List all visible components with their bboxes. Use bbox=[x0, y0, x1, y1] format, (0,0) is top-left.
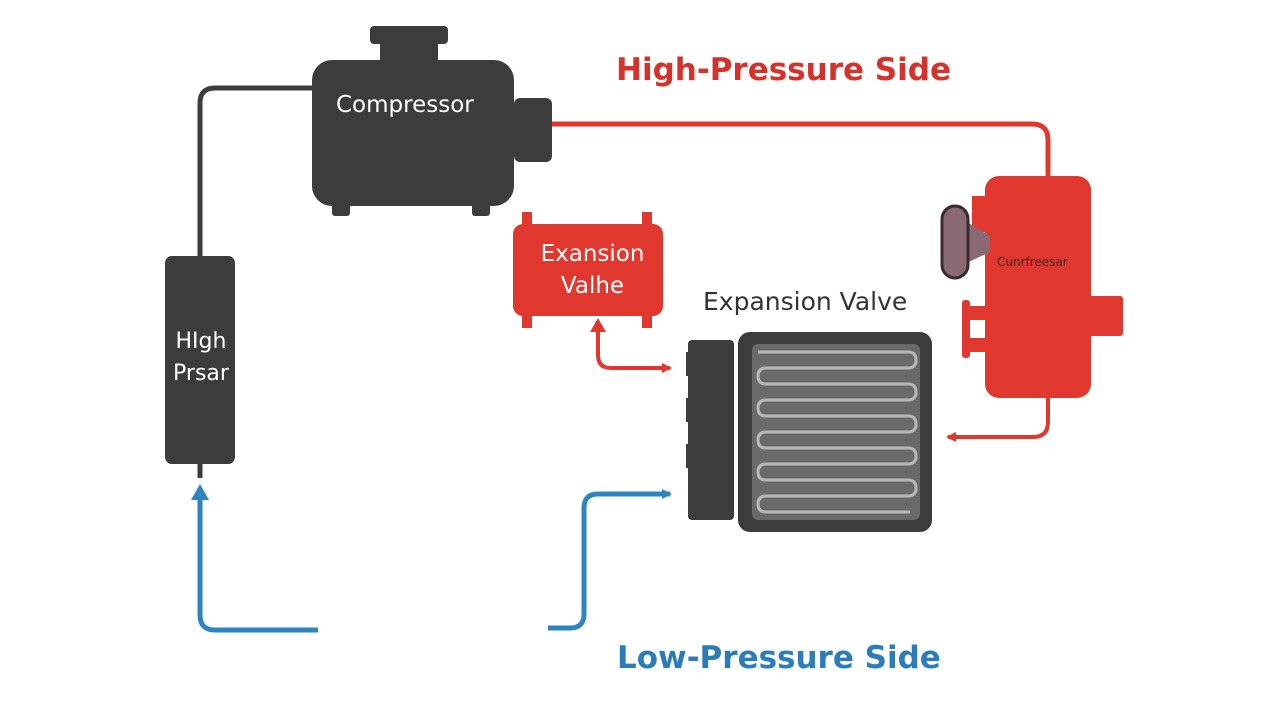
pressure-gauge bbox=[940, 204, 990, 280]
line-low-compressor-to-evaporator bbox=[548, 489, 672, 631]
line-compressor-to-condenser bbox=[552, 121, 1051, 180]
top-compressor-label: Compressor bbox=[336, 92, 474, 118]
high-pressure-component bbox=[165, 256, 235, 464]
condenser-label: Cunrfreesar bbox=[997, 255, 1068, 269]
line-valve-arrowhead bbox=[590, 318, 606, 332]
high-pressure-component-label: HIgh Prsar bbox=[173, 329, 229, 386]
high-pressure-side-label: High-Pressure Side bbox=[616, 52, 951, 88]
expansion-valve bbox=[513, 212, 663, 328]
line-compressor-to-high-pressure bbox=[197, 85, 318, 258]
expansion-valve-label: Exansion Valhe bbox=[540, 241, 645, 299]
top-compressor bbox=[312, 26, 552, 216]
evaporator-caption: Expansion Valve bbox=[703, 287, 908, 316]
condenser bbox=[962, 176, 1123, 398]
line-low-compressor-to-high-pressure bbox=[197, 500, 318, 633]
evaporator bbox=[686, 332, 932, 532]
bottom-compressor-label: Compressor bbox=[338, 582, 476, 608]
line-condenser-to-evaporator bbox=[946, 392, 1050, 442]
low-pressure-side-label: Low-Pressure Side bbox=[617, 640, 941, 676]
evaporator-coil bbox=[756, 350, 918, 514]
line-blue-arrowhead-up bbox=[191, 484, 209, 500]
line-valve-to-evaporator bbox=[596, 330, 672, 373]
